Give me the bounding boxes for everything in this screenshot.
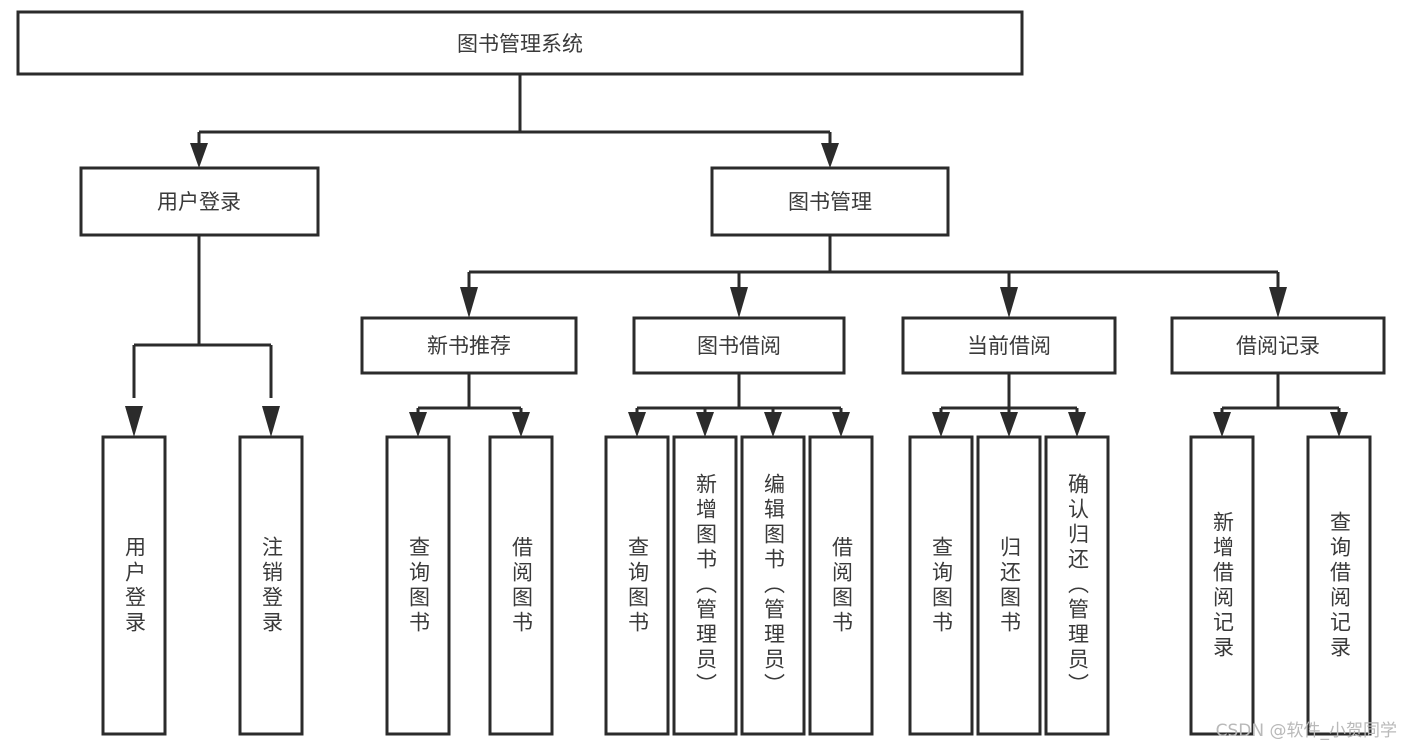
arrow-head-current-borrow <box>1000 287 1018 318</box>
node-new-book-recommend-label: 新书推荐 <box>427 334 511 358</box>
arrow-head-br-add-record <box>1213 412 1231 437</box>
connector-group-book-mgmt <box>460 235 1287 318</box>
node-current-borrow-box[interactable] <box>901 316 1117 375</box>
csdn-watermark: CSDN @软件_小贺同学 <box>1215 721 1397 741</box>
leaf-box-cb-confirm-return[interactable] <box>1044 435 1110 736</box>
arrow-head-nb-query-book <box>409 412 427 437</box>
arrow-head-bb-add-book <box>696 412 714 437</box>
leaf-box-bb-query-book[interactable] <box>604 435 670 736</box>
node-current-borrow-label: 当前借阅 <box>967 334 1051 358</box>
node-user-login-label: 用户登录 <box>157 190 241 214</box>
arrow-head-cb-return-book <box>1000 412 1018 437</box>
arrow-head-bb-query-book <box>628 412 646 437</box>
node-root-label: 图书管理系统 <box>457 32 583 56</box>
leaf-box-br-add-record[interactable] <box>1189 435 1255 736</box>
node-root-box[interactable] <box>16 10 1024 76</box>
leaf-box-cb-return-book[interactable] <box>976 435 1042 736</box>
arrow-head-cb-confirm-return <box>1068 412 1086 437</box>
connector-group-new-book-recommend <box>409 373 530 437</box>
connector-group-user-login <box>125 235 280 437</box>
arrow-head-cb-query-book <box>932 412 950 437</box>
arrow-head-book-mgmt <box>821 143 839 168</box>
node-borrow-record-label: 借阅记录 <box>1236 334 1320 358</box>
arrow-head-new-book-recommend <box>460 287 478 318</box>
arrow-head-br-query-record <box>1330 412 1348 437</box>
node-book-management-box[interactable] <box>710 166 950 237</box>
arrow-head-leaf-user-login <box>125 406 143 437</box>
leaf-box-nb-borrow-book[interactable] <box>488 435 554 736</box>
arrow-head-borrow-record <box>1269 287 1287 318</box>
connector-group-root <box>190 74 839 168</box>
arrow-head-book-borrow <box>730 287 748 318</box>
leaf-box-logout[interactable] <box>238 435 304 736</box>
leaf-box-bb-add-book[interactable] <box>672 435 738 736</box>
connector-group-book-borrow <box>628 373 850 437</box>
leaf-box-cb-query-book[interactable] <box>908 435 974 736</box>
arrow-head-user-login <box>190 143 208 168</box>
leaf-box-nb-query-book[interactable] <box>385 435 451 736</box>
arrow-head-leaf-logout <box>262 406 280 437</box>
arrow-head-bb-edit-book <box>764 412 782 437</box>
leaf-box-user-login[interactable] <box>101 435 167 736</box>
leaf-box-bb-edit-book[interactable] <box>740 435 806 736</box>
node-book-borrow-label: 图书借阅 <box>697 334 781 358</box>
leaf-box-bb-borrow-book[interactable] <box>808 435 874 736</box>
arrow-head-nb-borrow-book <box>512 412 530 437</box>
arrow-head-bb-borrow-book <box>832 412 850 437</box>
node-user-login-box[interactable] <box>79 166 320 237</box>
node-new-book-recommend-box[interactable] <box>360 316 578 375</box>
connector-group-current-borrow <box>932 373 1086 437</box>
connector-group-borrow-record <box>1213 373 1348 437</box>
node-book-management-label: 图书管理 <box>788 190 872 214</box>
node-borrow-record-box[interactable] <box>1170 316 1386 375</box>
leaf-box-br-query-record[interactable] <box>1306 435 1372 736</box>
node-book-borrow-box[interactable] <box>632 316 846 375</box>
